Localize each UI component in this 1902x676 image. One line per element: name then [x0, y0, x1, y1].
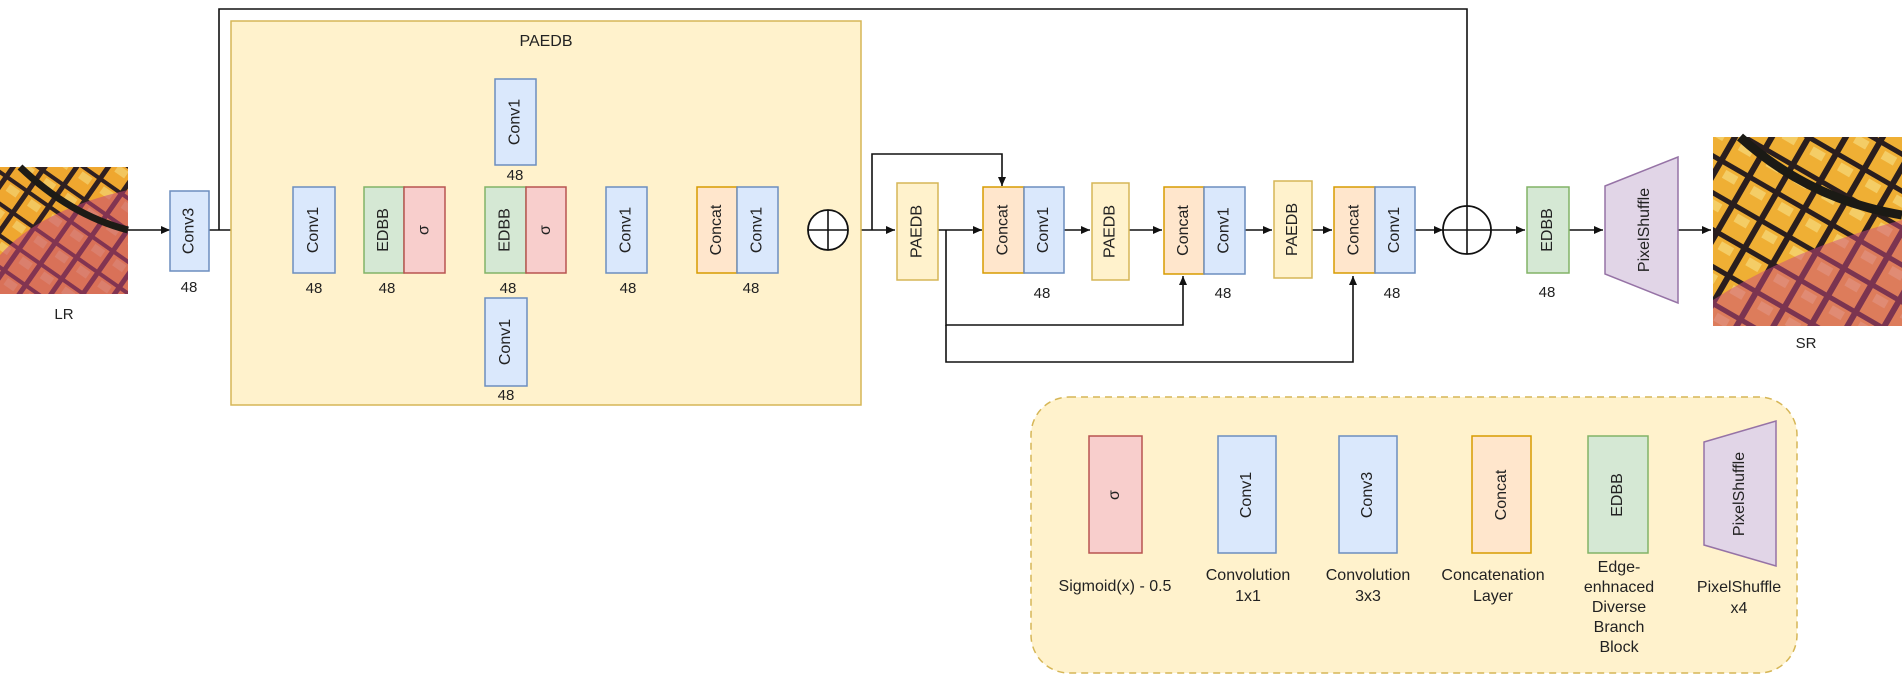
legend-conv1x1-caption-1: Convolution: [1206, 567, 1291, 584]
sigma-block-1: σ: [403, 186, 446, 274]
blocks-layer: Conv348Conv148EDBB48σConv148EDBB48σConv1…: [169, 78, 1570, 404]
paedb-block-1: PAEDB: [896, 182, 939, 281]
paedb-block-3: PAEDB: [1273, 180, 1313, 279]
legend-pixelshuffle: PixelShuffle PixelShuffle x4: [1697, 420, 1781, 617]
concat-block-2: Concat: [982, 186, 1025, 274]
legend-conv3x3: Conv3 Convolution 3x3: [1326, 435, 1411, 605]
conv1-block-lower-label: Conv1: [497, 319, 514, 365]
conv1-block-5: Conv1 48: [1203, 186, 1246, 302]
conv1-block-2-label: Conv1: [618, 207, 635, 253]
conv1-block-6-channels: 48: [1384, 285, 1401, 302]
conv1-block-upper-label: Conv1: [507, 99, 524, 145]
legend-edbb-caption-2: enhnaced: [1584, 579, 1654, 596]
legend-pixelshuffle-symbol: PixelShuffle: [1731, 452, 1748, 536]
legend-conv1x1-caption-2: 1x1: [1235, 588, 1261, 605]
edbb-block-3-label: EDBB: [1539, 208, 1556, 252]
legend-sigmoid-symbol: σ: [1106, 490, 1123, 500]
sigma-block-2-label: σ: [537, 225, 554, 235]
conv1-block-1: Conv1 48: [292, 186, 336, 297]
conv1-block-3-label: Conv1: [749, 207, 766, 253]
conv1-block-4: Conv1 48: [1023, 186, 1065, 302]
paedb-block-1-label: PAEDB: [909, 205, 926, 258]
conv1-block-lower-channels: 48: [498, 387, 515, 404]
conv1-block-3: Conv1 48: [736, 186, 779, 297]
conv1-block-4-channels: 48: [1034, 285, 1051, 302]
legend-edbb-symbol: EDBB: [1609, 473, 1626, 517]
edbb-block-1-label: EDBB: [375, 208, 392, 252]
pixelshuffle-label: PixelShuffle: [1636, 188, 1653, 272]
pixelshuffle-block: PixelShuffle: [1604, 155, 1679, 305]
legend-conv3x3-caption-2: 3x3: [1355, 588, 1381, 605]
conv1-block-2-channels: 48: [620, 280, 637, 297]
legend-edbb-caption-1: Edge-: [1598, 559, 1641, 576]
legend-conv1x1-symbol: Conv1: [1238, 472, 1255, 518]
paedb-group-title: PAEDB: [519, 33, 572, 50]
legend-concat-caption-1: Concatenation: [1441, 567, 1544, 584]
edbb-block-3-channels: 48: [1539, 284, 1556, 301]
lr-image: [0, 164, 129, 294]
legend: σ Sigmoid(x) - 0.5 Conv1 Convolution 1x1…: [1030, 396, 1798, 674]
conv1-block-4-label: Conv1: [1035, 207, 1052, 253]
legend-conv1x1: Conv1 Convolution 1x1: [1206, 435, 1291, 605]
edbb-block-2-label: EDBB: [497, 208, 514, 252]
sigma-block-2: σ: [525, 186, 567, 274]
conv1-block-upper-channels: 48: [507, 167, 524, 184]
conv1-block-2: Conv1 48: [605, 186, 648, 297]
conv1-block-6-label: Conv1: [1386, 207, 1403, 253]
sr-label: SR: [1796, 335, 1817, 352]
concat-block-3: Concat: [1163, 186, 1205, 275]
legend-concat: Concat Concatenation Layer: [1441, 435, 1545, 605]
conv1-block-5-channels: 48: [1215, 285, 1232, 302]
concat-block-3-label: Concat: [1175, 205, 1192, 256]
conv1-block-5-label: Conv1: [1216, 207, 1233, 253]
lr-label: LR: [54, 306, 73, 323]
legend-edbb-caption-3: Diverse: [1592, 599, 1646, 616]
sum-node-inner: [807, 209, 849, 251]
conv3-block-channels: 48: [181, 279, 198, 296]
concat-block-1: Concat: [696, 186, 738, 274]
edbb-block-1-channels: 48: [379, 280, 396, 297]
paedb-block-3-label: PAEDB: [1284, 203, 1301, 256]
paedb-block-2: PAEDB: [1091, 182, 1130, 281]
conv3-block: Conv3 48: [169, 190, 210, 296]
conv1-block-1-label: Conv1: [305, 207, 322, 253]
paedb-block-2-label: PAEDB: [1102, 205, 1119, 258]
sigma-block-1-label: σ: [416, 225, 433, 235]
legend-concat-symbol: Concat: [1493, 469, 1510, 520]
conv1-block-upper: Conv1 48: [494, 78, 537, 184]
edbb-block-2-channels: 48: [500, 280, 517, 297]
concat-block-4: Concat: [1333, 186, 1376, 274]
edbb-block-1: EDBB 48: [363, 186, 405, 297]
conv1-block-1-channels: 48: [306, 280, 323, 297]
concat-block-1-label: Concat: [708, 204, 725, 255]
legend-pixelshuffle-caption-2: x4: [1731, 600, 1748, 617]
sum-node-global: [1442, 205, 1492, 255]
legend-edbb: EDBB Edge- enhnaced Diverse Branch Block: [1584, 435, 1654, 656]
sr-image: [1713, 133, 1902, 326]
conv3-block-label: Conv3: [181, 208, 198, 254]
conv1-block-6: Conv1 48: [1374, 186, 1416, 302]
edbb-block-3: EDBB 48: [1526, 186, 1570, 301]
conv1-block-3-channels: 48: [743, 280, 760, 297]
concat-block-2-label: Concat: [995, 204, 1012, 255]
legend-edbb-caption-4: Branch: [1594, 619, 1645, 636]
legend-concat-caption-2: Layer: [1473, 588, 1514, 605]
legend-pixelshuffle-caption-1: PixelShuffle: [1697, 579, 1781, 596]
concat-block-4-label: Concat: [1346, 204, 1363, 255]
conv1-block-lower: Conv1 48: [484, 297, 528, 404]
legend-sigmoid: σ Sigmoid(x) - 0.5: [1059, 435, 1172, 595]
legend-conv3x3-caption-1: Convolution: [1326, 567, 1411, 584]
legend-conv3x3-symbol: Conv3: [1359, 472, 1376, 518]
legend-edbb-caption-5: Block: [1599, 639, 1639, 656]
legend-sigmoid-caption: Sigmoid(x) - 0.5: [1059, 578, 1172, 595]
